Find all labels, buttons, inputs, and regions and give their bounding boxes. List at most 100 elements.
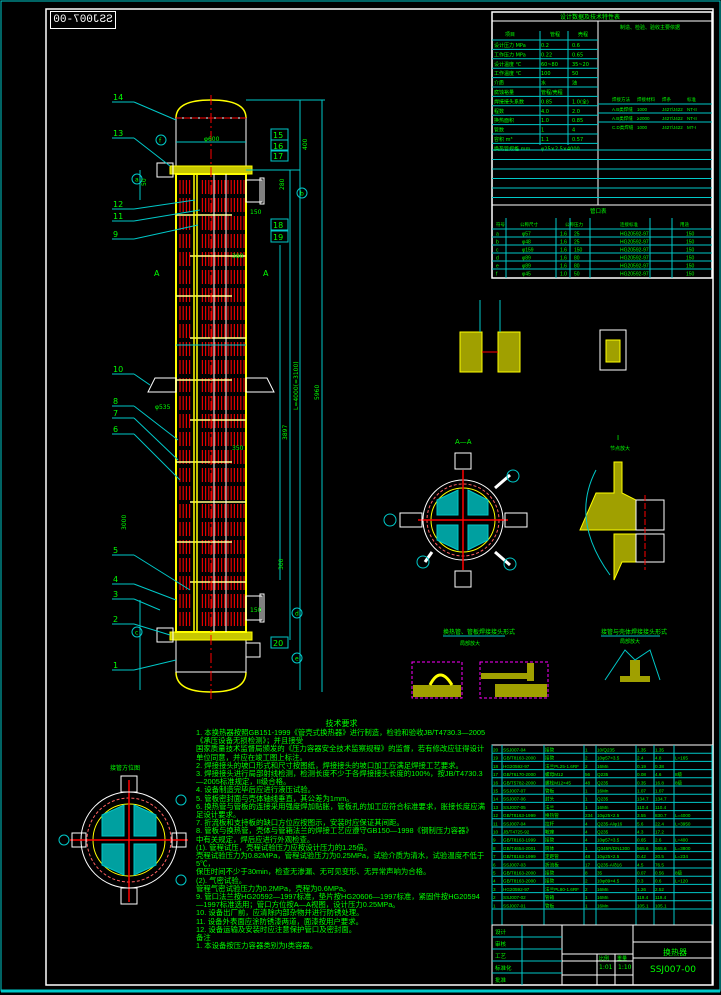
- parts-cell: 134.7: [655, 797, 667, 802]
- parts-cell: 定距管: [545, 853, 559, 860]
- nozzle-cell: e: [496, 264, 499, 270]
- parts-cell: SSJ007-05: [503, 805, 526, 810]
- parts-cell: GB/T8163-2000: [503, 756, 536, 761]
- dim-3000: 3000: [121, 515, 128, 530]
- parts-cell: 5.6: [637, 821, 644, 826]
- parts-cell: 20: [493, 748, 499, 753]
- leader-line: [133, 137, 171, 167]
- parts-cell: 48: [585, 780, 591, 785]
- nozzle-mark: e: [295, 656, 299, 663]
- parts-cell: 0.07: [637, 871, 646, 876]
- parts-cell: 565.6: [655, 846, 667, 851]
- weld-cell: ≥2000: [637, 116, 650, 121]
- parts-cell: 17.2: [655, 830, 664, 835]
- drawing-number-stamp: SSJ007-00: [50, 11, 116, 29]
- parts-cell: HG20592-97: [503, 887, 530, 892]
- parts-cell: 管板: [545, 902, 555, 909]
- drawing-title: 换热器: [663, 947, 687, 957]
- design-header-cell: 管程: [550, 31, 560, 38]
- parts-cell: Q235: [597, 797, 609, 802]
- parts-cell: 螺母M12: [545, 771, 564, 778]
- parts-cell: 56: [585, 772, 591, 777]
- design-header-cell: 壳程: [578, 31, 588, 38]
- nozzle-cell: a: [496, 232, 499, 238]
- parts-cell: 1: [585, 789, 588, 794]
- orientation-view-title: 接管方位图: [110, 764, 140, 772]
- parts-cell: SSJ007-01: [503, 903, 526, 908]
- parts-cell: Q235: [597, 830, 609, 835]
- weld-header-cell: 标准: [687, 96, 696, 103]
- parts-cell: 4.3: [637, 830, 644, 835]
- leader-line: [133, 224, 199, 240]
- nozzle-header-cell: 用途: [680, 221, 689, 228]
- parts-cell: 1: [585, 846, 588, 851]
- tech-requirement-line: 保压时间不少于30min，检查无渗漏、无可见变形、无异常声响为合格。: [196, 867, 431, 877]
- weld-cell: 1000: [637, 125, 648, 130]
- nozzle-cell: HG20592-97: [620, 248, 649, 254]
- design-cell: 油: [572, 80, 577, 87]
- parts-cell: 2: [585, 764, 588, 769]
- parts-cell: 4: [585, 821, 588, 826]
- part-callout: 2: [113, 615, 118, 624]
- parts-cell: L=400: [675, 838, 688, 843]
- nozzle-cell: HG20592-97: [620, 256, 649, 262]
- parts-cell: SSJ007-04: [503, 821, 526, 826]
- nozzle-cell: φ45: [522, 272, 531, 278]
- weld-cell: NT-II: [687, 107, 697, 112]
- weld-cell: A.B类焊缝: [612, 115, 633, 122]
- part-callout: 6: [113, 425, 118, 434]
- nozzle-cell: 1.6: [560, 232, 567, 238]
- nozzle-header-cell: 连接标准: [620, 221, 638, 228]
- parts-cell: 16Mn: [597, 789, 609, 794]
- parts-cell: Q345R/DN1300: [597, 846, 630, 851]
- parts-cell: 4: [493, 879, 496, 884]
- parts-cell: 16Mn: [597, 903, 609, 908]
- parts-cell: 110.4: [655, 805, 667, 810]
- dim-5960: 5960: [314, 385, 321, 400]
- parts-cell: SSJ007-06: [503, 797, 526, 802]
- parts-cell: 15: [493, 789, 499, 794]
- nozzle-header-cell: 公称尺寸: [520, 221, 538, 228]
- tech-requirement-line: (2). 气密试验。: [196, 875, 247, 885]
- parts-cell: 管板: [545, 788, 555, 795]
- nozzle-mark: d: [295, 611, 299, 618]
- nozzle-cell: 25: [574, 232, 580, 238]
- nozzle-header-cell: 符号: [496, 221, 505, 228]
- parts-cell: 1.07: [637, 789, 646, 794]
- nozzle-cell: φ89: [522, 256, 531, 262]
- dim-350: 350: [232, 445, 244, 452]
- tech-requirement-line: 2. 焊接接头的坡口形式和尺寸按图纸，焊接接头的坡口加工应满足焊接工艺要求。: [196, 760, 463, 770]
- parts-cell: L=234: [675, 854, 688, 859]
- parts-cell: L=120: [675, 879, 688, 884]
- design-cell: 焊接接头系数: [494, 98, 524, 105]
- drawing-border: [45, 8, 714, 986]
- parts-cell: 4: [585, 830, 588, 835]
- dim-150b: 150: [250, 607, 262, 614]
- parts-cell: 法兰: [545, 804, 555, 811]
- dim-380: 380: [232, 253, 244, 260]
- leader-line: [133, 623, 171, 636]
- detail-i-view: I 节点放大: [579, 434, 665, 581]
- nozzle-cell: 150: [574, 248, 583, 254]
- nozzle-cell: 150: [686, 248, 695, 254]
- parts-cell: 17: [493, 772, 499, 777]
- parts-cell: 16.8: [655, 780, 664, 785]
- parts-cell: SSJ007-03: [503, 862, 526, 867]
- nozzle-mark-circle: [131, 626, 143, 638]
- parts-cell: 接管: [545, 878, 555, 885]
- nozzle-cell: 1.6: [560, 256, 567, 262]
- parts-cell: 1: [585, 895, 588, 900]
- parts-cell: 2: [585, 756, 588, 761]
- parts-cell: 19: [493, 756, 499, 761]
- tech-requirement-line: 管程气密试验压力为0.2MPa，壳程为0.6MPa。: [196, 883, 351, 893]
- nozzle-cell: 150: [686, 240, 695, 246]
- part-callout: 4: [113, 575, 118, 584]
- tech-requirement-line: 4. 设备制造完毕后应进行液压试验。: [196, 785, 316, 795]
- design-cell: 水: [541, 80, 546, 87]
- detail-i-title: I: [617, 434, 619, 442]
- nozzle-mark: b: [300, 191, 304, 198]
- parts-cell: 565.6: [637, 846, 649, 851]
- tech-requirement-line: 9. 管口法兰按HG20592—1997标准，垫片按HG20606—1997标准…: [196, 892, 480, 902]
- design-cell: 0.57: [572, 137, 583, 143]
- parts-cell: 20.5: [655, 854, 664, 859]
